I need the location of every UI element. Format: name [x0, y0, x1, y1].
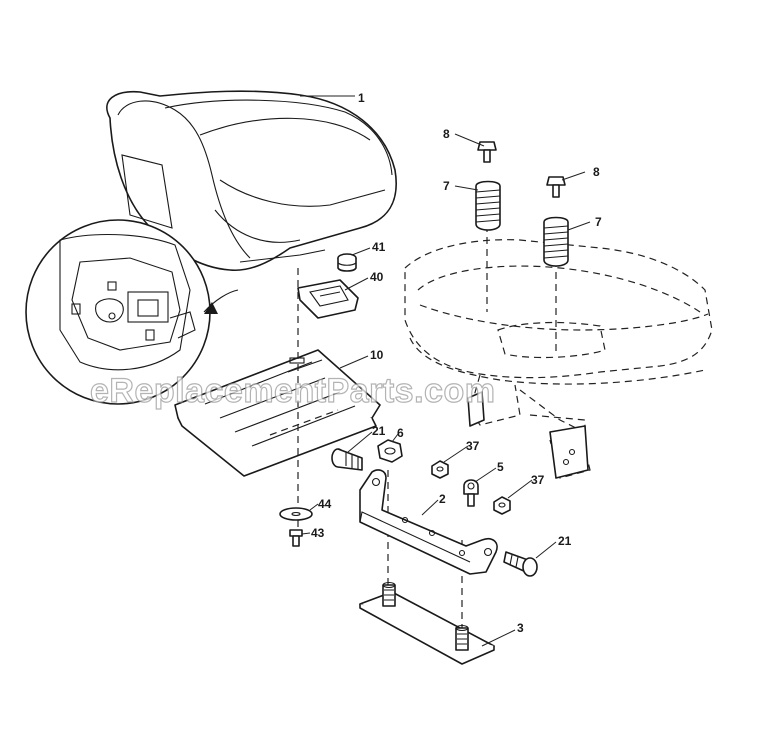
- callout-7-right: 7: [595, 215, 602, 229]
- detail-inset: [25, 219, 239, 405]
- clip-5: [463, 479, 479, 507]
- washer-44: [279, 507, 313, 521]
- bolt-43: [289, 529, 303, 547]
- nut-37-left: [431, 460, 449, 479]
- callout-1: 1: [358, 91, 365, 105]
- spring-7-left: [475, 180, 501, 231]
- callout-44: 44: [318, 497, 332, 511]
- callout-7-left: 7: [443, 179, 450, 193]
- fender-outline: [404, 239, 713, 479]
- bolt-8-right: [546, 176, 566, 198]
- callout-8-right: 8: [593, 165, 600, 179]
- spring-7-right: [543, 216, 569, 267]
- fender-bracket: [467, 391, 589, 479]
- callout-43: 43: [311, 526, 325, 540]
- callout-21-right: 21: [558, 534, 572, 548]
- callout-5: 5: [497, 460, 504, 474]
- seat-pan: [174, 349, 381, 477]
- base-plate-3: [359, 581, 495, 665]
- callout-6: 6: [397, 426, 404, 440]
- seat-bracket-2: [359, 469, 498, 575]
- callout-10: 10: [370, 348, 384, 362]
- callout-2: 2: [439, 492, 446, 506]
- callout-21-left: 21: [372, 424, 386, 438]
- nut-37-right: [493, 496, 511, 515]
- callout-3: 3: [517, 621, 524, 635]
- callout-labels: 1 8 8 7 7 41 40 10 21 6 37 5 37 2 44 43 …: [311, 91, 602, 635]
- bolt-8-left: [477, 141, 497, 163]
- callout-41: 41: [372, 240, 386, 254]
- bolt-21-right: [503, 551, 538, 577]
- callout-8-left: 8: [443, 127, 450, 141]
- spring-41: [337, 253, 357, 272]
- clip-plate: [297, 279, 359, 319]
- callout-37-left: 37: [466, 439, 480, 453]
- watermark-text: eReplacementParts.com: [90, 372, 495, 410]
- leader-lines: [300, 95, 591, 647]
- nut-6: [377, 439, 403, 463]
- callout-37-right: 37: [531, 473, 545, 487]
- seat: [106, 90, 397, 272]
- callout-40: 40: [370, 270, 384, 284]
- bolt-21-left: [331, 448, 363, 471]
